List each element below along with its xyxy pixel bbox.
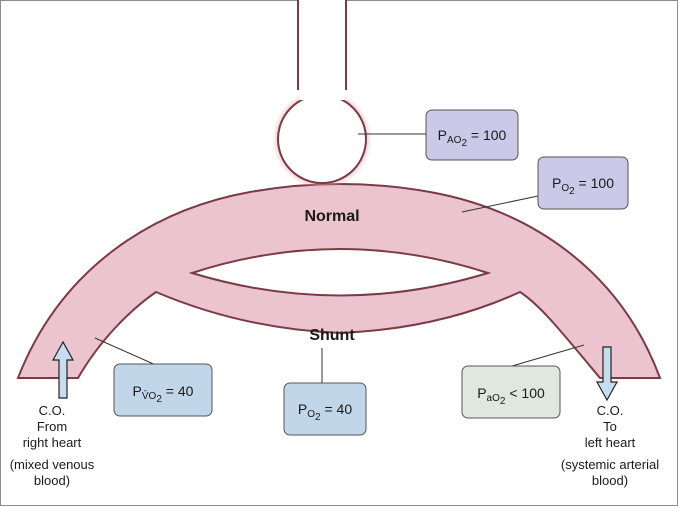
arrow-up-icon — [51, 340, 75, 399]
svg-text:right heart: right heart — [23, 435, 82, 450]
svg-text:blood): blood) — [592, 473, 628, 488]
svg-text:PV̄O2 = 40: PV̄O2 = 40 — [133, 383, 194, 405]
svg-text:blood): blood) — [34, 473, 70, 488]
svg-text:C.O.: C.O. — [597, 403, 624, 418]
svg-text:(mixed venous: (mixed venous — [10, 457, 95, 472]
left-side-caption: C.O. From right heart (mixed venous bloo… — [10, 403, 95, 488]
leader-pO2-normal — [461, 195, 539, 213]
svg-text:PO2 = 100: PO2 = 100 — [552, 175, 614, 197]
alveolus — [277, 94, 367, 184]
svg-text:To: To — [603, 419, 617, 434]
airway-stem — [297, 0, 347, 92]
svg-text:PaO2 < 100: PaO2 < 100 — [477, 385, 545, 407]
leader-paO2 — [511, 344, 585, 367]
pAO2-box: PAO2 = 100 — [425, 109, 519, 161]
pO2-shunt-box: PO2 = 40 — [283, 382, 367, 436]
leader-pvO2 — [94, 337, 159, 367]
pvO2-box: PV̄O2 = 40 — [113, 363, 213, 417]
alveolus-neck — [299, 86, 345, 100]
shunt-label: Shunt — [309, 327, 355, 344]
paO2-box: PaO2 < 100 — [461, 365, 561, 419]
arrow-down-icon — [595, 346, 619, 402]
svg-text:PO2 = 40: PO2 = 40 — [298, 401, 352, 423]
svg-text:From: From — [37, 419, 67, 434]
svg-text:PAO2 = 100: PAO2 = 100 — [438, 127, 507, 149]
svg-text:left heart: left heart — [585, 435, 636, 450]
svg-text:C.O.: C.O. — [39, 403, 66, 418]
svg-text:(systemic arterial: (systemic arterial — [561, 457, 659, 472]
right-side-caption: C.O. To left heart (systemic arterial bl… — [561, 403, 659, 488]
pO2-normal-box: PO2 = 100 — [537, 156, 629, 210]
vessel-gap — [188, 248, 492, 297]
normal-label: Normal — [304, 208, 359, 225]
